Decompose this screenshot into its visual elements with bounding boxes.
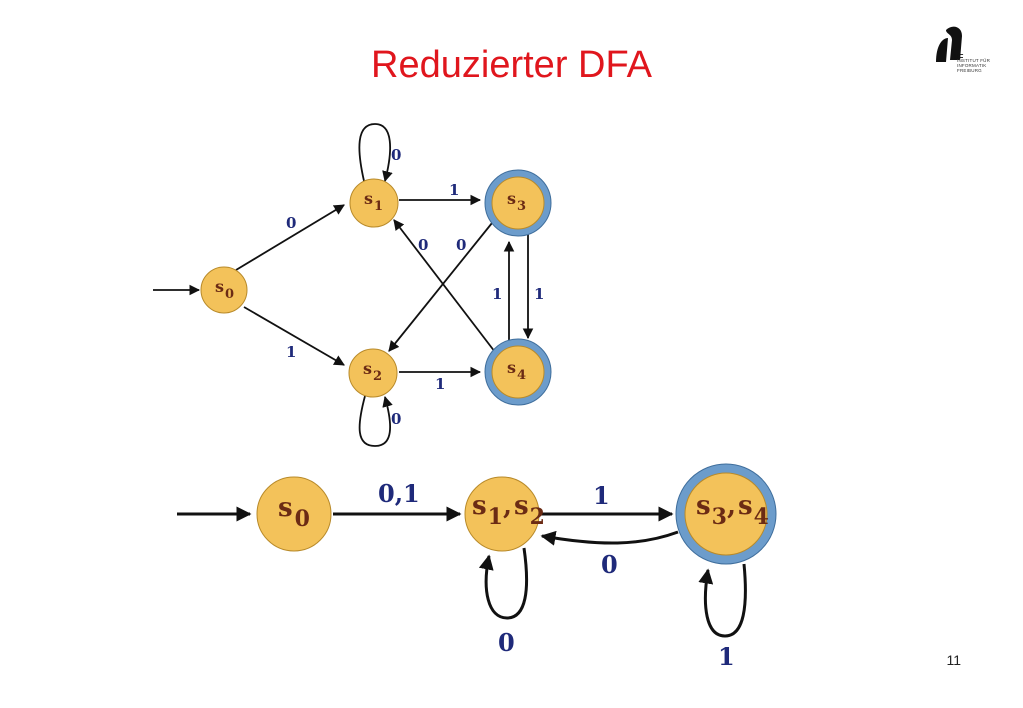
edge-label: 0,1 [378, 479, 420, 508]
reduced-dfa-edges [177, 506, 747, 638]
logo-text-line: FREIBURG [957, 68, 982, 73]
state-s3-accepting: s3 [484, 169, 552, 237]
state-base: s [472, 491, 487, 521]
iif-logo: IIF [936, 26, 963, 62]
state-sub: 1 [488, 504, 503, 530]
logo-text-line: INFORMATIK [957, 63, 987, 68]
svg-text:s0: s0 [278, 493, 310, 532]
edge-label: 1 [286, 343, 296, 361]
edge-label: 1 [492, 285, 502, 303]
state-sub: 4 [517, 368, 526, 383]
edge-s3-s2 [388, 222, 493, 352]
state-q12: s1,s2 [464, 476, 545, 552]
edge-label: 0 [391, 410, 401, 428]
state-q34-accepting: s3,s4 [675, 463, 777, 565]
state-separator: , [727, 491, 736, 521]
edge-label: 0 [498, 628, 515, 657]
edge-s0-s2 [243, 306, 345, 366]
original-dfa-states: s0 s1 s2 s3 s4 [200, 169, 552, 406]
state-separator: , [503, 491, 512, 521]
state-base: s [363, 359, 372, 378]
state-sub: 2 [530, 504, 545, 530]
edge-label: 0 [601, 550, 618, 579]
state-base: s [215, 277, 224, 296]
state-s2: s2 [348, 348, 398, 398]
logo-mark: IIF [954, 53, 963, 62]
edge-label: 1 [718, 642, 735, 671]
svg-text:s2: s2 [363, 359, 382, 384]
state-s0: s0 [200, 266, 248, 314]
original-dfa-edge-labels: 0 1 0 1 0 1 0 1 0 1 [286, 146, 544, 428]
state-base: s [514, 491, 529, 521]
edge-label: 0 [391, 146, 401, 164]
edge-q34-q12 [540, 530, 679, 546]
state-base: s [507, 358, 516, 377]
logo-text-line: INSTITUT FÜR [957, 58, 991, 63]
state-s4-accepting: s4 [484, 338, 552, 406]
state-sub: 4 [754, 504, 769, 530]
svg-text:s0: s0 [215, 277, 234, 302]
edge-s2-loop [358, 395, 393, 447]
state-base: s [364, 189, 373, 208]
state-sub: 3 [517, 199, 526, 214]
svg-text:s1,s2: s1,s2 [472, 491, 545, 530]
page-number: 11 [946, 652, 961, 668]
original-dfa-edges [153, 123, 534, 447]
state-base: s [738, 491, 753, 521]
edge-s0-s1 [235, 204, 345, 271]
state-sub: 0 [295, 506, 310, 532]
state-base: s [507, 189, 516, 208]
logo-caption: INSTITUT FÜR INFORMATIK FREIBURG [957, 58, 997, 73]
slide-title: Reduzierter DFA [371, 44, 652, 86]
logo-mark-shape [946, 26, 962, 60]
edge-q12-loop [478, 547, 529, 620]
state-base: s [696, 491, 711, 521]
edge-label: 1 [449, 181, 459, 199]
state-sub: 0 [225, 287, 234, 302]
state-q0: s0 [256, 476, 332, 552]
state-sub: 3 [712, 504, 727, 530]
edge-s1-loop [358, 123, 393, 183]
state-base: s [278, 493, 293, 523]
reduced-dfa-edge-labels: 0,1 1 0 0 1 [378, 479, 735, 671]
edge-label: 1 [593, 481, 610, 510]
edge-q34-loop [698, 563, 747, 638]
svg-text:s3: s3 [507, 189, 526, 214]
reduced-dfa-states: s0 s1,s2 s3,s4 [256, 463, 777, 565]
edge-s4-s1 [393, 219, 496, 353]
logo-mark-shape-2 [936, 38, 948, 62]
edge-label: 0 [418, 236, 428, 254]
edge-label: 1 [534, 285, 544, 303]
svg-text:s4: s4 [507, 358, 526, 383]
state-s1: s1 [349, 178, 399, 228]
svg-text:s3,s4: s3,s4 [696, 491, 769, 530]
svg-text:s1: s1 [364, 189, 383, 214]
edge-label: 1 [435, 375, 445, 393]
edge-label: 0 [286, 214, 296, 232]
state-sub: 2 [373, 369, 382, 384]
edge-label: 0 [456, 236, 466, 254]
state-sub: 1 [374, 199, 383, 214]
